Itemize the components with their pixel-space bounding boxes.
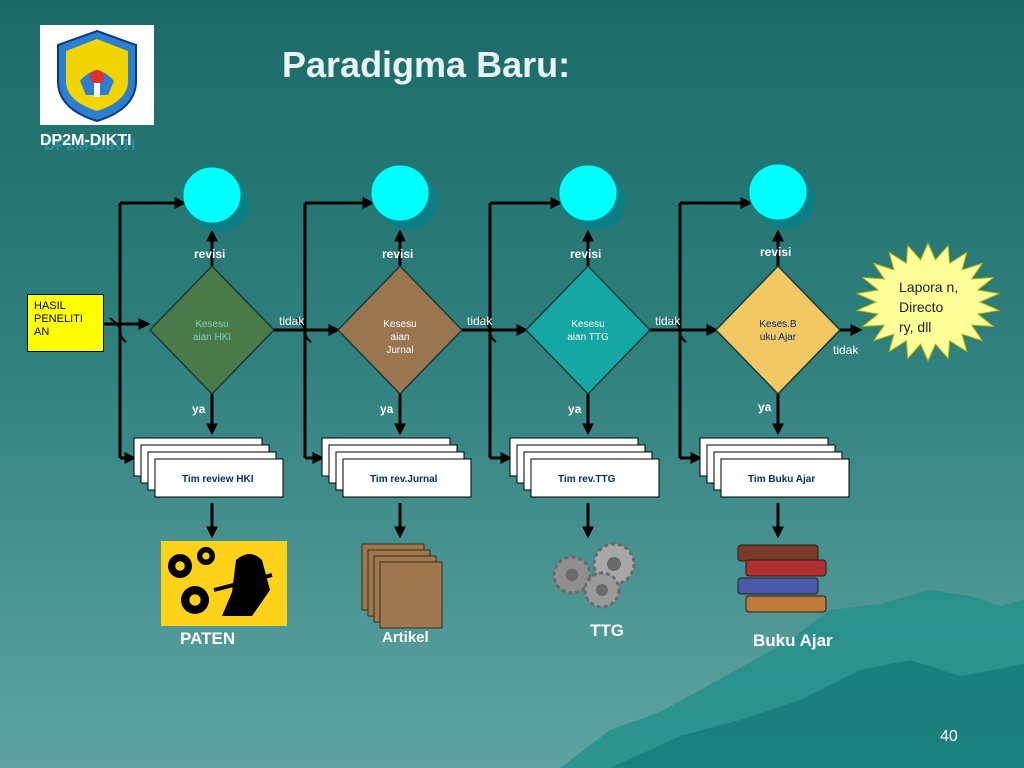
output-label: Artikel xyxy=(382,629,429,646)
ya-label: ya xyxy=(758,400,772,414)
line-hop xyxy=(479,317,497,343)
gear-hole xyxy=(175,561,185,571)
line-hop xyxy=(669,317,687,343)
final-output-star xyxy=(854,241,1002,363)
ya-label: ya xyxy=(192,402,206,416)
team-label: Tim rev.TTG xyxy=(558,474,616,485)
decision-label: Keses.B uku Ajar xyxy=(759,319,797,343)
final-output-label: Lapora n, Directo ry, dll xyxy=(899,279,959,335)
team-label: Tim review HKI xyxy=(182,474,254,485)
revisi-node xyxy=(370,164,430,222)
output-label: PATEN xyxy=(180,629,236,648)
tidak-label: tidak xyxy=(279,314,305,328)
revisi-label: revisi xyxy=(382,247,414,261)
tidak-label: tidak xyxy=(655,314,681,328)
slide-title: Paradigma Baru: xyxy=(282,44,571,85)
page-number: 40 xyxy=(940,728,958,745)
tidak-label: tidak xyxy=(467,314,493,328)
revisi-node xyxy=(558,164,618,222)
stage-2 xyxy=(294,164,529,539)
org-name: DP2M-DIKTI xyxy=(40,132,132,149)
document-sheet xyxy=(342,458,472,498)
ya-label: ya xyxy=(380,402,394,416)
output-label: Buku Ajar xyxy=(753,631,833,650)
decision-label: Kesesu aian Jurnal xyxy=(383,319,417,356)
books-stack-icon xyxy=(745,595,827,613)
document-sheet xyxy=(530,458,660,498)
tidak-label: tidak xyxy=(833,343,859,357)
logo xyxy=(40,25,154,125)
input-box: HASIL PENELITI AN xyxy=(27,294,104,352)
revisi-label: revisi xyxy=(570,247,602,261)
line-hop xyxy=(294,317,312,343)
gear-hub xyxy=(607,557,621,571)
stage-1 xyxy=(109,166,341,539)
document-sheet xyxy=(154,458,284,498)
revisi-label: revisi xyxy=(760,245,792,259)
gear-hub xyxy=(565,568,579,582)
output-icons xyxy=(161,541,827,629)
revisi-label: revisi xyxy=(194,247,226,261)
decision-label: Kesesu aian HKI xyxy=(192,319,232,343)
line-hop xyxy=(109,317,127,343)
ya-label: ya xyxy=(568,402,582,416)
team-label: Tim Buku Ajar xyxy=(748,474,816,485)
stage-3 xyxy=(479,164,719,539)
worker-shape xyxy=(222,554,270,616)
team-label: Tim rev.Jurnal xyxy=(370,474,438,485)
wrench-shape xyxy=(213,573,273,592)
decision-label: Kesesu aian TTG xyxy=(567,319,609,343)
document-sheet xyxy=(720,458,850,498)
books-stack-icon xyxy=(737,544,819,562)
papers-stack-icon xyxy=(379,561,443,629)
books-stack-icon xyxy=(745,559,827,577)
revisi-node xyxy=(748,163,808,221)
gear-hole xyxy=(189,594,201,606)
books-stack-icon xyxy=(737,577,819,595)
revisi-node xyxy=(182,166,242,224)
university-seal-icon xyxy=(57,29,137,123)
output-label: TTG xyxy=(590,621,624,640)
gear-hub xyxy=(596,584,608,596)
gear-hole xyxy=(202,552,210,560)
